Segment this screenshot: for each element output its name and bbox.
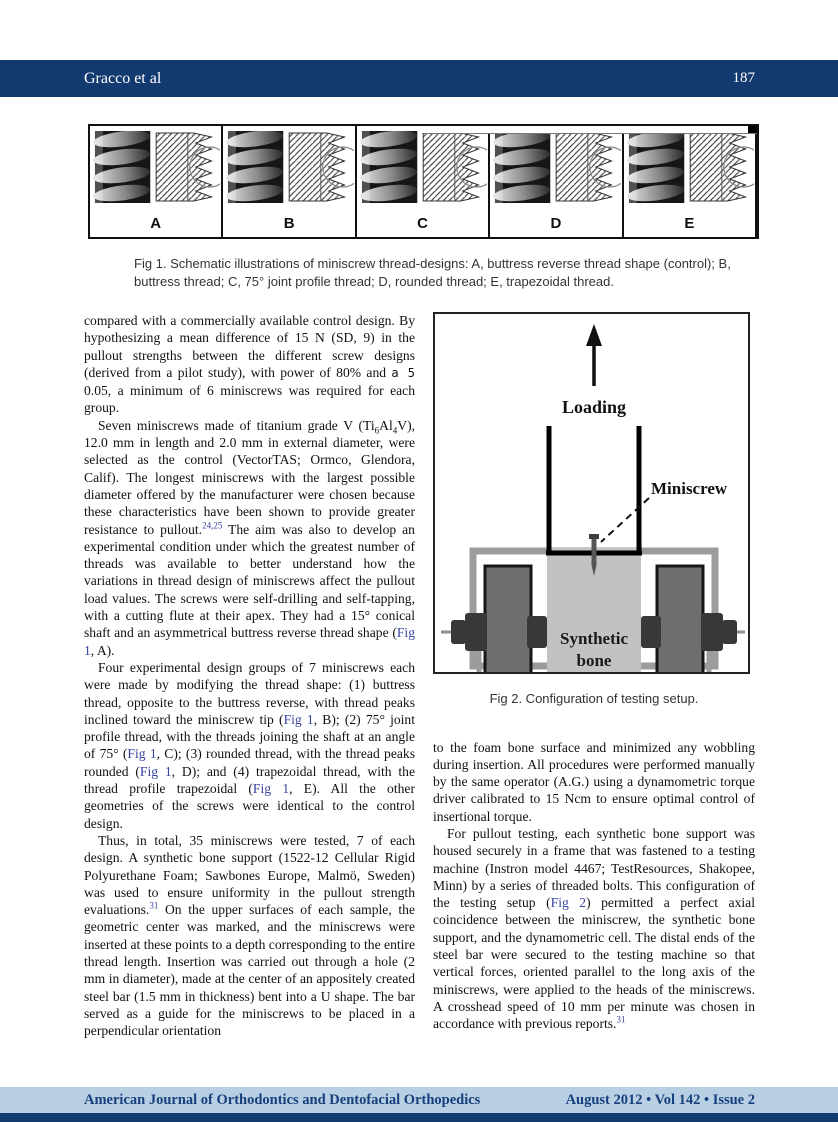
thread-photo-and-schematic <box>224 131 354 205</box>
text-run: , D); and (4) trapezoidal thread, with t… <box>84 763 415 797</box>
left-outer-nut <box>451 620 466 644</box>
miniscrew-shaft <box>591 539 597 565</box>
footer-issue-info: August 2012 • Vol 142 • Issue 2 <box>565 1092 755 1108</box>
running-head: Gracco et al <box>84 70 162 87</box>
left-inner-bolt <box>527 616 547 648</box>
text-run: 4 <box>392 425 398 436</box>
text-run: a 5 <box>391 365 415 380</box>
figure-1: A B C D E <box>88 124 759 239</box>
text-run: For pullout testing, each synthetic bone… <box>433 825 755 911</box>
synthetic-bone-label-line2: bone <box>577 651 612 670</box>
testing-setup-diagram: Loading <box>441 324 745 672</box>
u-bar <box>546 426 642 556</box>
fig1-panel-e: E <box>623 126 758 237</box>
text-run: compared with a commercially available c… <box>84 313 415 380</box>
text-run: Thus, in total, 35 miniscrews were teste… <box>84 832 415 918</box>
left-outer-bolt <box>465 613 487 651</box>
paragraph: Thus, in total, 35 miniscrews were teste… <box>84 832 415 1040</box>
synthetic-bone-label-line1: Synthetic <box>560 629 628 648</box>
scrollbar-thumb <box>748 126 757 133</box>
text-run: ) permitted a perfect axial coincidence … <box>433 895 755 1032</box>
figure-2-caption: Fig 2. Configuration of testing setup. <box>489 691 699 706</box>
thread-photo-and-schematic <box>491 131 621 205</box>
figure-link[interactable]: Fig 1 <box>139 763 172 779</box>
panel-label: C <box>417 215 428 232</box>
paragraph: Four experimental design groups of 7 min… <box>84 659 415 832</box>
miniscrew-label: Miniscrew <box>651 479 728 498</box>
reference-link[interactable]: 31 <box>616 1014 626 1025</box>
thread-photo-and-schematic <box>358 131 488 205</box>
right-outer-nut <box>722 620 737 644</box>
reference-link[interactable]: 24,25 <box>202 520 223 531</box>
text-run: 0.05, a minimum of 6 miniscrews was requ… <box>84 383 415 416</box>
figure-link[interactable]: Fig 2 <box>550 895 587 911</box>
figure-link[interactable]: Fig 1 <box>127 746 157 762</box>
panel-label: A <box>150 215 162 232</box>
right-column-text: to the foam bone surface and minimized a… <box>433 739 755 1033</box>
panel-label: D <box>550 215 562 232</box>
left-column: compared with a commercially available c… <box>84 312 415 1039</box>
loading-label: Loading <box>562 397 626 417</box>
panel-label: B <box>283 215 295 232</box>
header-bar: Gracco et al 187 <box>0 60 838 97</box>
footer-journal-title: American Journal of Orthodontics and Den… <box>84 1092 481 1108</box>
footer-accent-strip <box>0 1113 838 1122</box>
fig1-panel-a: A <box>90 126 224 237</box>
paragraph: compared with a commercially available c… <box>84 312 415 417</box>
right-outer-bolt <box>701 613 723 651</box>
text-run: On the upper surfaces of each sample, th… <box>84 902 415 1039</box>
footer-bar: American Journal of Orthodontics and Den… <box>0 1087 838 1113</box>
figure-link[interactable]: Fig 1 <box>283 711 314 727</box>
paragraph: For pullout testing, each synthetic bone… <box>433 825 755 1033</box>
loading-arrow-head <box>586 324 602 346</box>
fig1-panel-c: C <box>356 126 491 237</box>
text-run: , A). <box>90 642 115 658</box>
figure-2: Loading <box>433 312 750 674</box>
text-run: , E). All the other geometries of the sc… <box>84 781 415 831</box>
miniscrew-tip <box>591 565 597 576</box>
text-run: , C); (3) rounded thread, with the threa… <box>84 746 415 779</box>
paragraph: to the foam bone surface and minimized a… <box>433 739 755 825</box>
text-run: Four experimental design groups of 7 min… <box>84 659 415 727</box>
thread-photo-and-schematic <box>91 131 221 205</box>
scrollbar-artifact <box>422 126 757 134</box>
fig1-panel-d: D <box>490 126 624 237</box>
figure-link[interactable]: Fig 1 <box>84 625 415 658</box>
page-number: 187 <box>732 70 756 86</box>
text-run: to the foam bone surface and minimized a… <box>433 739 755 824</box>
miniscrew-head <box>589 534 599 539</box>
paragraph: Seven miniscrews made of titanium grade … <box>84 417 415 659</box>
right-column: Loading <box>433 312 755 1033</box>
text-run: , B); (2) 75° joint profile thread, with… <box>84 711 415 762</box>
text-run: Al <box>379 417 393 433</box>
text-run: V), 12.0 mm in length and 2.0 mm in exte… <box>84 417 415 537</box>
thread-photo-and-schematic <box>625 131 755 205</box>
reference-link[interactable]: 31 <box>149 900 159 911</box>
figure-link[interactable]: Fig 1 <box>252 781 290 797</box>
right-inner-bolt <box>641 616 661 648</box>
panel-label: E <box>684 215 695 232</box>
fig1-panel-b: B <box>223 126 357 237</box>
text-run: The aim was also to develop an experimen… <box>84 521 415 641</box>
miniscrew-leader-line <box>600 497 650 543</box>
figure-1-caption: Fig 1. Schematic illustrations of minisc… <box>134 256 731 289</box>
text-run: Seven miniscrews made of titanium grade … <box>98 417 375 433</box>
text-run: 6 <box>374 425 380 436</box>
